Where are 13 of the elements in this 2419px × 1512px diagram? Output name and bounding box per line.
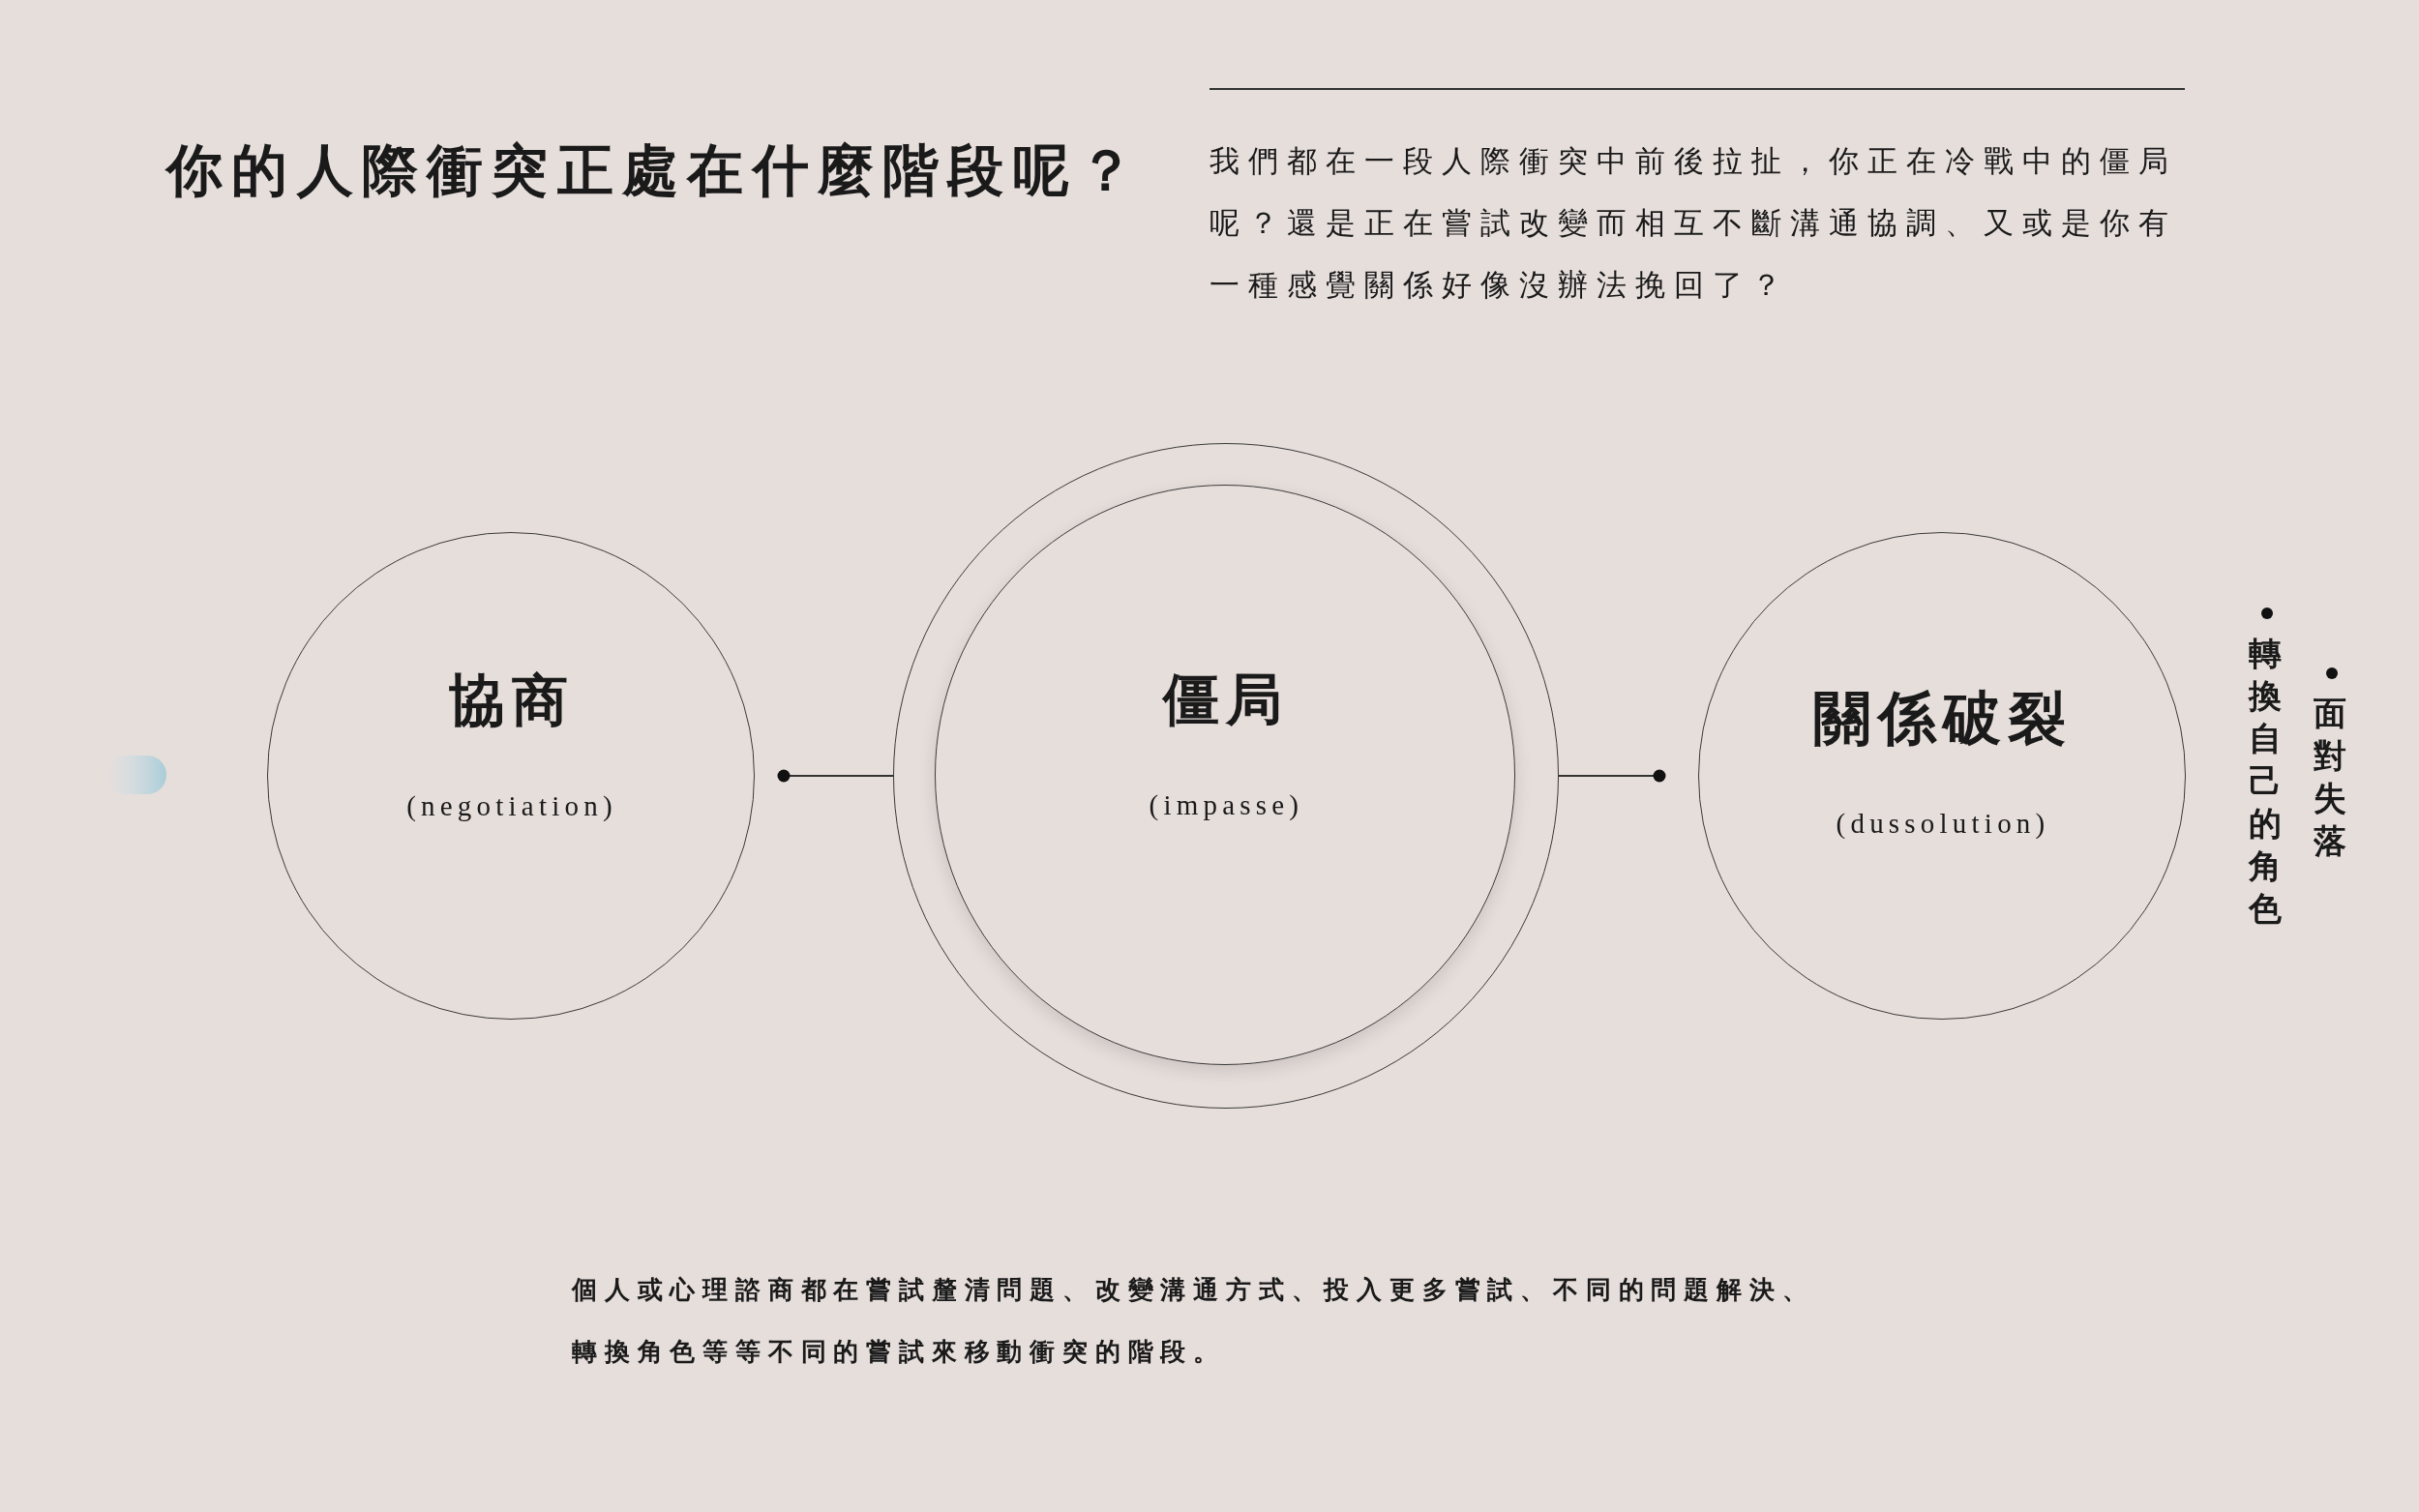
stage-title: 僵局 — [1160, 667, 1291, 734]
stage-subtitle: (negotiation) — [405, 789, 618, 823]
caption: 個人或心理諮商都在嘗試釐清問題、改變溝通方式、投入更多嘗試、不同的問題解決、轉換角色等等不同的嘗試來移動衝突的階段。 — [572, 1274, 1816, 1368]
connector-line — [777, 769, 894, 783]
vertical-label: 面對失落 — [2313, 695, 2347, 861]
paragraph: 我們都在一段人際衝突中前後拉扯，你正在冷戰中的僵局呢？還是正在嘗試改變而相互不斷溝通協調、又或是你有一種感覺關係好像沒辦法挽回了？ — [1210, 142, 2177, 304]
vertical-label: 轉換自己的角色 — [2248, 635, 2283, 929]
title: 你的人際衝突正處在什麼階段呢？ — [166, 138, 1144, 204]
connector-line — [1558, 769, 1666, 783]
stage-subtitle: (dussolution) — [1835, 807, 2051, 841]
stage-title: 關係破裂 — [1811, 686, 2075, 753]
stage-title: 協商 — [448, 668, 576, 734]
stage-subtitle: (impasse) — [1148, 788, 1305, 823]
